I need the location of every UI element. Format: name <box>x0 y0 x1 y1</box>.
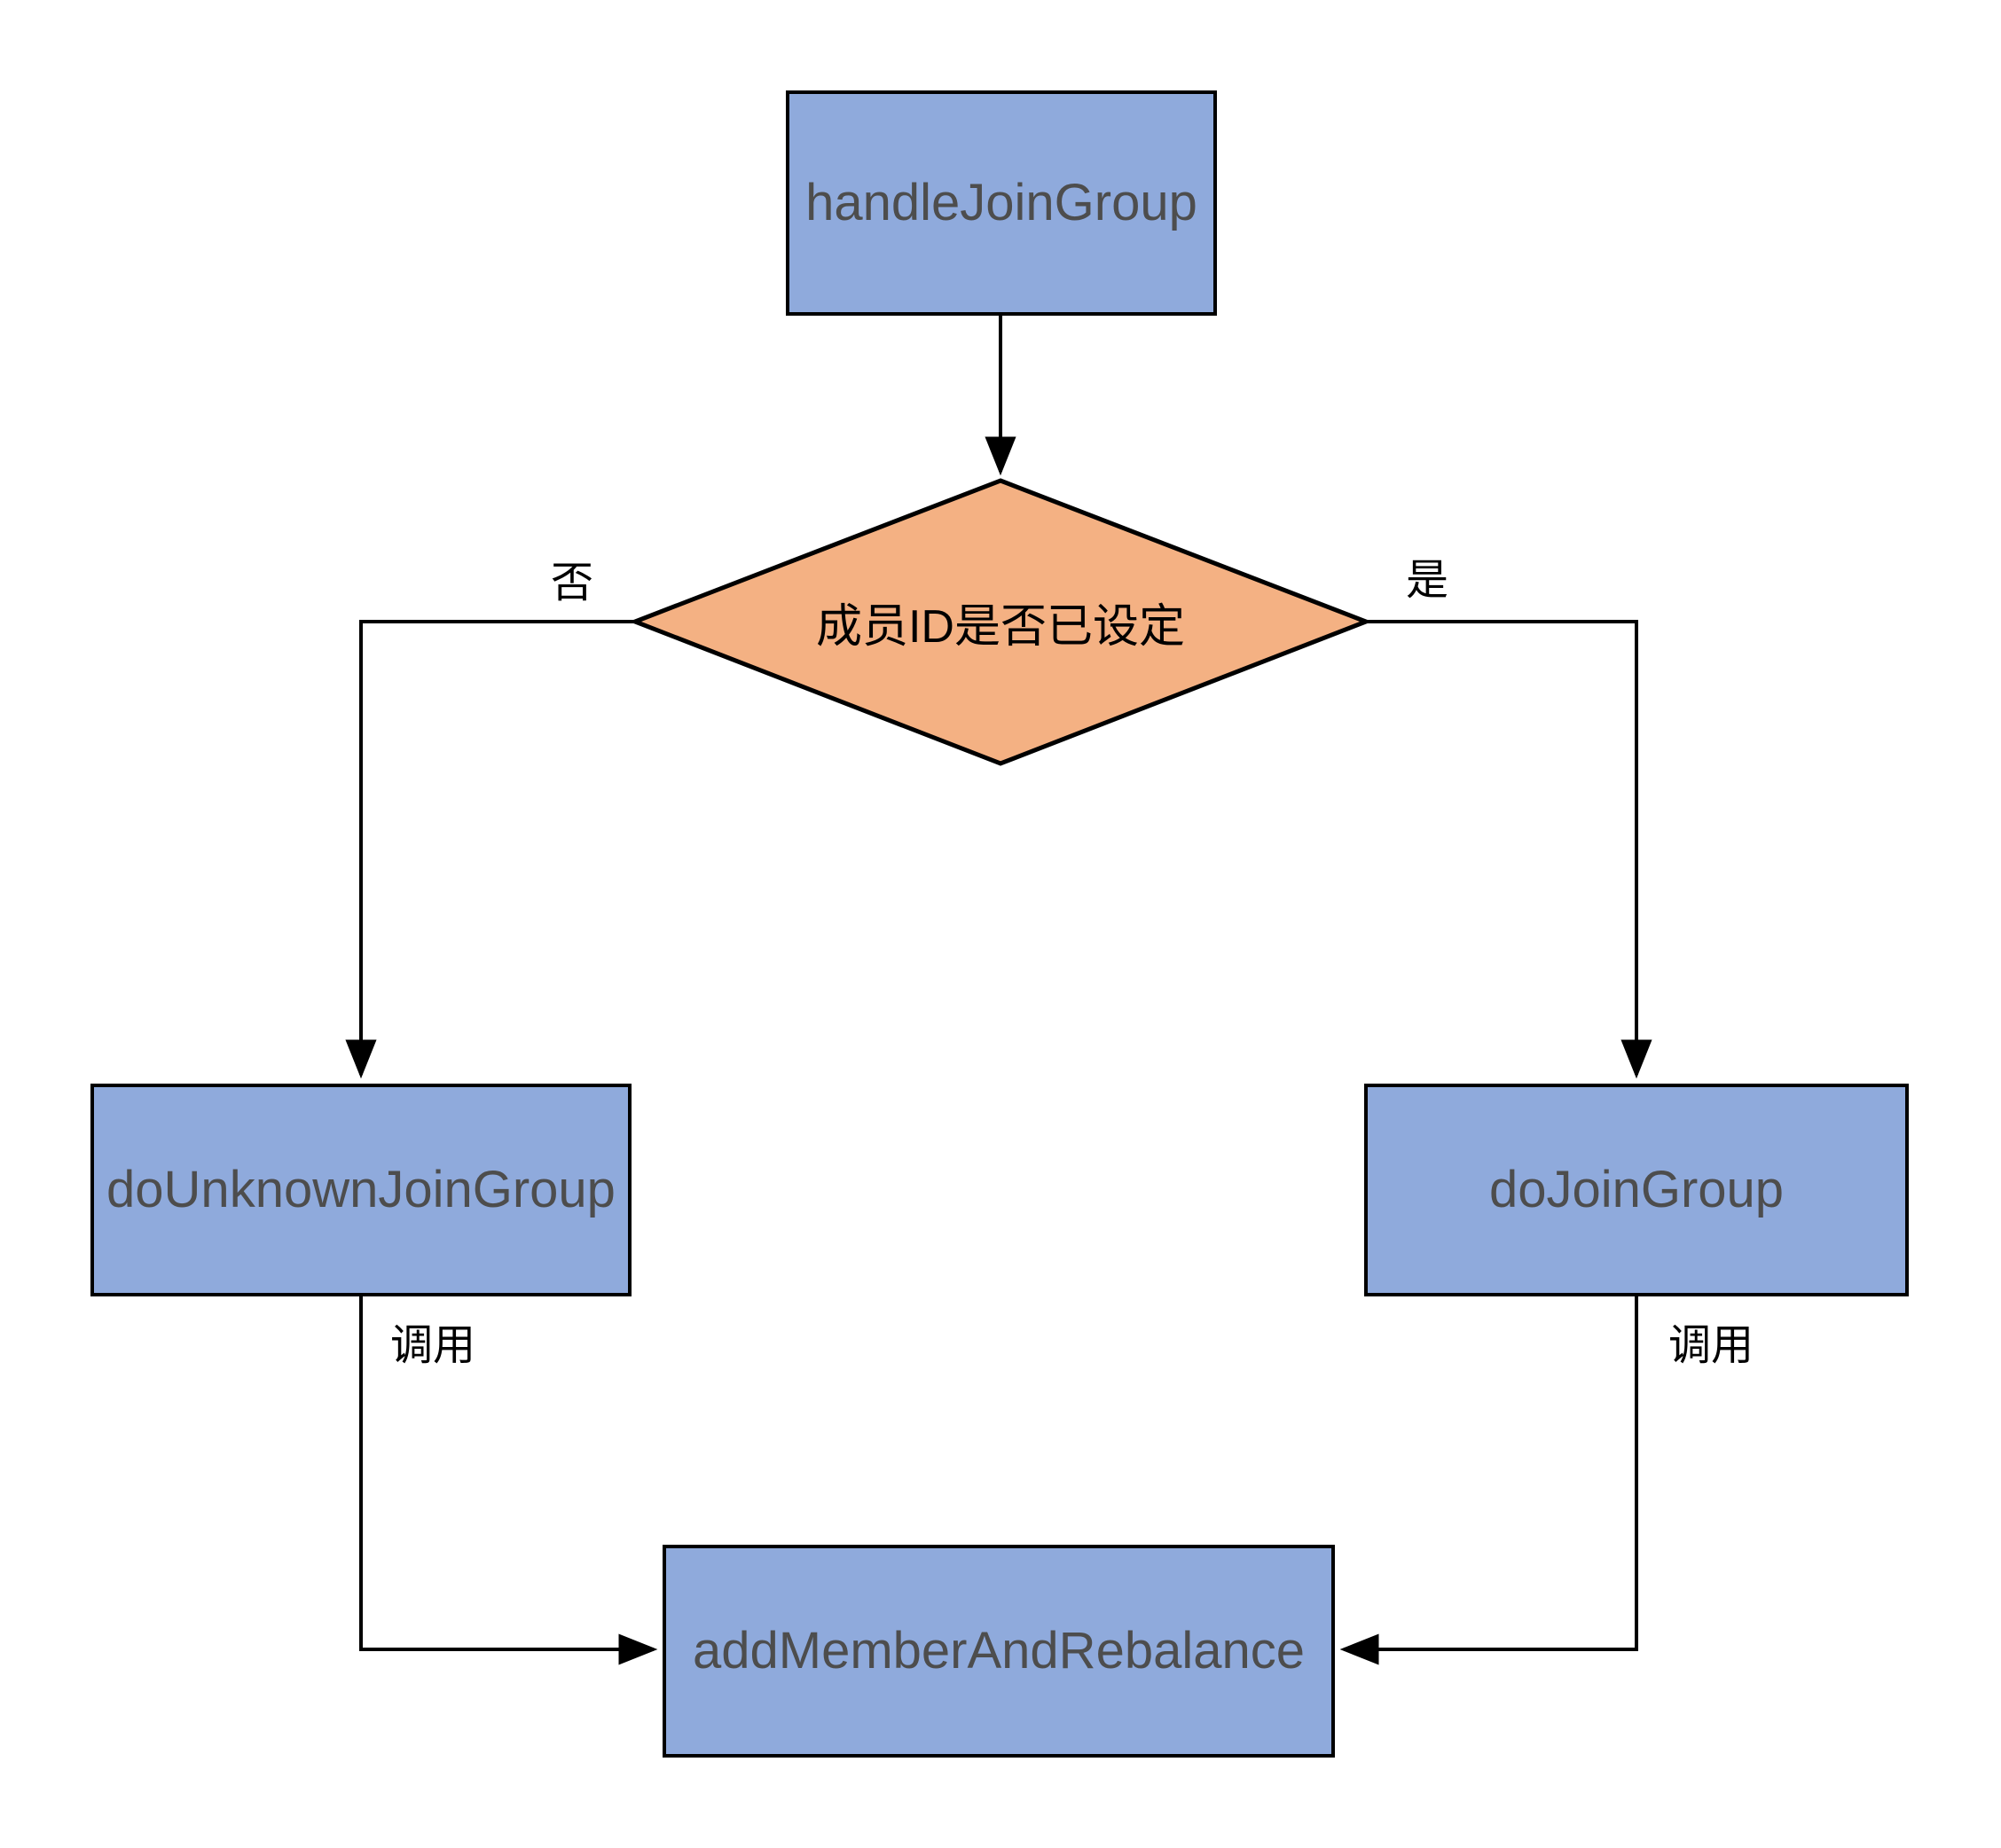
node-member-id-check-label: 成员ID是否已设定 <box>815 600 1185 653</box>
node-add-member-and-rebalance-label: addMemberAndRebalance <box>693 1622 1305 1680</box>
edge-label-yes: 是 <box>1405 557 1448 604</box>
node-handle-join-group-label: handleJoinGroup <box>805 174 1197 232</box>
node-add-member-and-rebalance: addMemberAndRebalance <box>663 1545 1335 1758</box>
edge-label-call-left: 调用 <box>390 1322 476 1369</box>
edge-label-call-right: 调用 <box>1668 1322 1754 1369</box>
node-do-join-group-label: doJoinGroup <box>1488 1161 1785 1219</box>
node-do-unknown-join-group-label: doUnknownJoinGroup <box>106 1161 616 1219</box>
decision-diamond-shape <box>629 478 1372 766</box>
edge-dojoin-to-addmember <box>1339 1296 1638 1665</box>
edge-decision-to-dounknown <box>345 620 635 1079</box>
node-handle-join-group: handleJoinGroup <box>786 90 1217 316</box>
edge-label-no: 否 <box>550 560 593 607</box>
edge-dounknown-to-addmember <box>359 1296 658 1665</box>
node-do-join-group: doJoinGroup <box>1364 1084 1909 1296</box>
edge-decision-to-dojoin <box>1366 620 1652 1079</box>
node-do-unknown-join-group: doUnknownJoinGroup <box>90 1084 632 1296</box>
